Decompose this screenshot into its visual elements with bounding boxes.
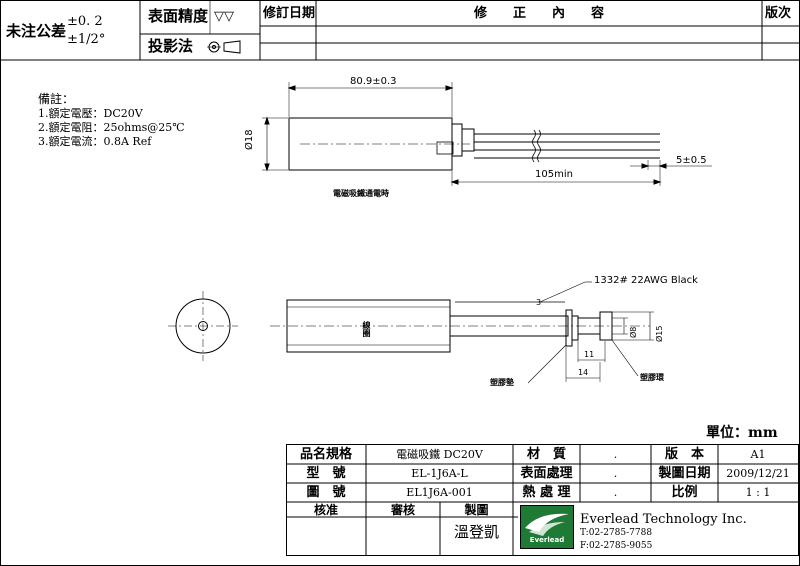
- title-block-grid: [286, 444, 799, 556]
- surface-treatment-label: 表面處理: [520, 466, 573, 481]
- dim-14: 14: [578, 368, 589, 377]
- material-value: .: [613, 448, 618, 461]
- heat-treatment-label: 熱 處 理: [522, 485, 571, 500]
- dim-lead-length: 105min: [535, 169, 573, 180]
- heat-treatment-value: .: [613, 486, 618, 499]
- solenoid-side-view: [270, 281, 654, 384]
- draw-date-value: 2009/12/21: [726, 467, 790, 480]
- revision-content-label: 修 正 內 容: [473, 6, 604, 21]
- model-value: EL-1J6A-L: [411, 467, 468, 480]
- material-label: 材 質: [526, 447, 566, 462]
- tolerance-label: 未注公差: [6, 22, 67, 40]
- revision-date-label: 修訂日期: [263, 6, 316, 21]
- company-name: Everlead Technology Inc.: [580, 512, 747, 527]
- draw-label: 製圖: [464, 503, 489, 517]
- surface-treatment-value: .: [613, 467, 618, 480]
- notes-title: 備註：: [38, 92, 75, 106]
- surface-label: 表面精度: [148, 7, 209, 25]
- review-label: 審核: [390, 503, 415, 517]
- dim-diameter-18: Ø18: [244, 129, 255, 150]
- product-spec-label: 品名規格: [299, 447, 352, 462]
- product-spec-value: 電磁吸鐵 DC20V: [396, 448, 483, 461]
- top-view-caption: 電磁吸鐵通電時: [333, 188, 389, 198]
- company-fax: F:02-2785-9055: [580, 541, 653, 551]
- company-logo-icon: Everlead: [520, 505, 574, 549]
- tolerance-linear: ±0. 2: [67, 14, 103, 29]
- unit-label: 單位：mm: [706, 425, 778, 441]
- callout-3: 3: [536, 298, 542, 307]
- dim-length: 80.9±0.3: [350, 76, 397, 87]
- logo-text: Everlead: [529, 536, 565, 544]
- approve-label: 核准: [313, 503, 338, 517]
- note-item: 3.額定電流：0.8A Ref: [38, 135, 152, 148]
- version-label: 版次: [765, 6, 792, 21]
- solenoid-end-view: [168, 291, 238, 361]
- surface-symbol: ▽▽: [214, 9, 234, 24]
- ring-label: 塑膠環: [640, 372, 664, 382]
- projection-symbol-icon: [207, 40, 241, 54]
- dim-diameter-8: Ø8: [629, 326, 638, 338]
- dim-diameter-15: Ø15: [655, 325, 664, 342]
- note-item: 1.額定電壓：DC20V: [38, 107, 143, 120]
- draw-date-label: 製圖日期: [658, 466, 711, 481]
- scale-value: 1 : 1: [745, 486, 771, 499]
- tolerance-angle: ±1/2°: [67, 32, 106, 47]
- scale-label: 比例: [671, 485, 698, 500]
- dim-strip-length: 5±0.5: [676, 155, 707, 166]
- washer-label: 塑膠墊: [490, 377, 514, 387]
- wire-spec: 1332# 22AWG Black: [594, 275, 698, 286]
- version-field-value: A1: [750, 448, 766, 461]
- drawer-name: 溫登凱: [453, 523, 499, 541]
- note-item: 2.額定電阻：25ohms@25℃: [38, 121, 185, 134]
- model-label: 型 號: [306, 466, 346, 481]
- body-label: 線圈: [362, 321, 372, 337]
- version-field-label: 版 本: [664, 447, 704, 462]
- drawing-no-value: EL1J6A-001: [406, 486, 473, 499]
- projection-label: 投影法: [148, 37, 194, 55]
- dim-11: 11: [584, 350, 595, 359]
- drawing-no-label: 圖 號: [306, 485, 346, 500]
- solenoid-top-view: [262, 82, 712, 186]
- company-tel: T:02-2785-7788: [580, 528, 653, 538]
